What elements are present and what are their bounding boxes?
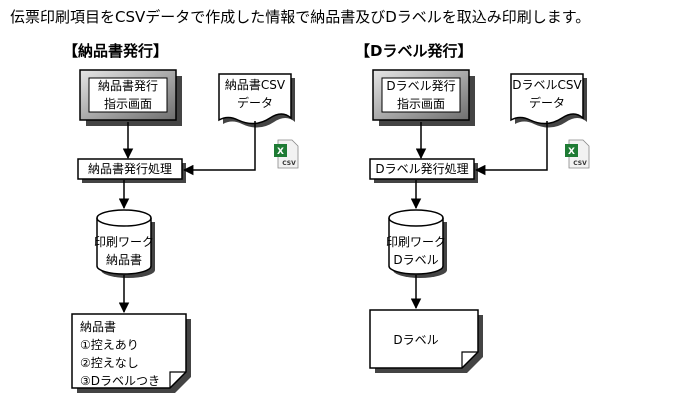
right-csv-icon-letter: X — [568, 147, 575, 157]
right-storage-label: 印刷ワーク Dラベル — [386, 232, 447, 270]
left-output-line-3: ②控えなし — [80, 356, 139, 370]
left-heading: 【納品書発行】 — [63, 42, 169, 60]
left-screen-line-1: 納品書発行 — [97, 79, 158, 93]
left-output-line-1: 納品書 — [80, 320, 117, 334]
right-csv-label: DラベルCSV データ — [511, 76, 583, 112]
right-heading: 【Dラベル発行】 — [355, 42, 473, 60]
left-storage-line-2: 納品書 — [105, 253, 142, 267]
right-output-label: Dラベル — [393, 333, 439, 347]
left-output-line-4: ③Dラベルつき — [80, 374, 160, 388]
left-screen-line-2: 指示画面 — [103, 97, 152, 111]
right-screen-line-2: 指示画面 — [396, 97, 445, 111]
right-process-box — [369, 158, 478, 183]
right-screen-box — [372, 69, 475, 126]
left-csv-icon-letter: X — [277, 147, 284, 157]
right-arrows — [410, 121, 548, 310]
right-csv-icon-tag: CSV — [573, 160, 587, 167]
left-csv-label: 納品書CSV データ — [219, 76, 291, 112]
right-output-document — [369, 309, 483, 373]
left-storage-line-1: 印刷ワーク — [94, 235, 155, 249]
right-screen-box-label: Dラベル発行 指示画面 — [382, 78, 460, 112]
left-csv-icon-tag: CSV — [282, 160, 296, 167]
left-csv-file-icon: X CSV — [274, 139, 299, 169]
right-csv-line-1: DラベルCSV — [512, 78, 582, 92]
right-storage-cylinder — [388, 209, 447, 278]
left-storage-cylinder — [96, 209, 155, 278]
arrow-csv-to-process-r — [474, 121, 548, 176]
left-storage-label: 印刷ワーク 納品書 — [94, 232, 155, 270]
left-output-document — [71, 313, 191, 393]
right-process-label: Dラベル発行処理 — [375, 162, 469, 176]
right-csv-document — [510, 73, 587, 128]
left-output-line-2: ①控えあり — [80, 338, 139, 352]
left-output-label: 納品書 ①控えあり ②控えなし ③Dラベルつき — [80, 318, 180, 388]
right-storage-line-2: Dラベル — [393, 253, 439, 267]
left-csv-line-1: 納品書CSV — [224, 78, 286, 92]
right-screen-line-1: Dラベル発行 — [386, 79, 456, 93]
right-storage-line-1: 印刷ワーク — [386, 235, 447, 249]
page-title: 伝票印刷項目をCSVデータで作成した情報で納品書及びDラベルを取込み印刷します。 — [10, 8, 591, 26]
right-csv-file-icon: X CSV — [565, 139, 590, 169]
arrow-csv-to-process — [182, 121, 256, 176]
left-process-box — [77, 158, 186, 183]
left-csv-line-2: データ — [236, 96, 273, 110]
right-csv-line-2: データ — [528, 96, 565, 110]
left-screen-box-label: 納品書発行 指示画面 — [89, 78, 167, 112]
left-process-label: 納品書発行処理 — [87, 162, 172, 176]
left-screen-box — [79, 69, 182, 126]
left-arrows — [118, 121, 256, 314]
left-csv-document — [218, 73, 295, 128]
